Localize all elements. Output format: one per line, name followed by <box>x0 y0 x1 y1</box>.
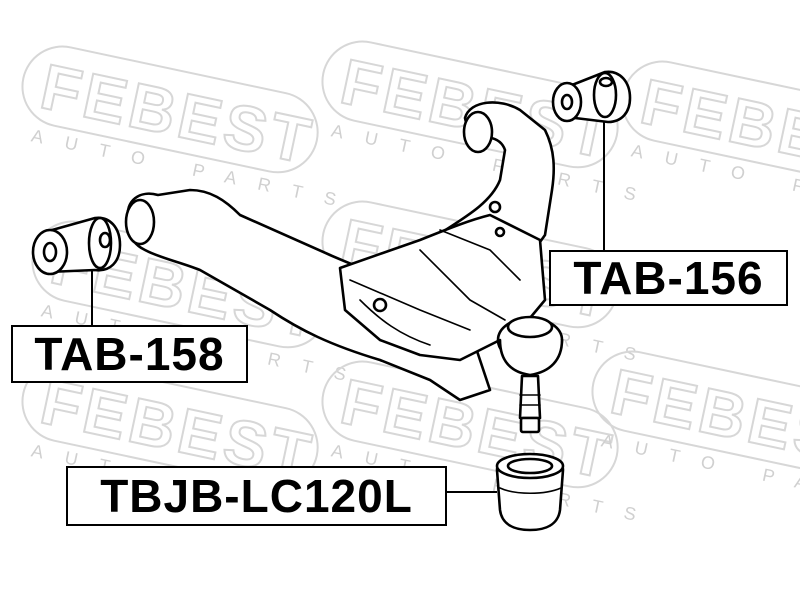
bushing-tab156-bore-end <box>598 76 614 88</box>
bushing-tab158 <box>31 216 122 276</box>
ball-joint-stud-thread <box>519 394 541 406</box>
label-tab158: TAB-158 <box>11 325 248 383</box>
control-arm-hole <box>494 226 506 238</box>
control-arm-hole <box>488 200 502 214</box>
ball-joint-stud-tip <box>519 416 541 434</box>
bushing-tab156-bore <box>560 93 574 111</box>
watermark-logo: FEBEST AUTO PARTS <box>21 45 360 214</box>
control-arm-rib <box>419 249 506 321</box>
ball-joint-top <box>506 315 554 339</box>
ball-joint-stud <box>518 374 542 420</box>
control-arm-hole <box>372 297 388 313</box>
dust-boot-tbjb <box>495 452 565 532</box>
bushing-tab158-bore <box>42 241 58 263</box>
ball-joint-boot <box>498 338 564 377</box>
control-arm-rib <box>359 299 431 346</box>
control-arm-rib <box>439 229 521 281</box>
label-tab156: TAB-156 <box>549 250 788 306</box>
control-arm-rear-eye <box>462 110 494 154</box>
bushing-tab156 <box>551 70 632 124</box>
control-arm-rib <box>349 279 471 331</box>
control-arm-front-eye <box>124 198 156 246</box>
control-arm-body <box>338 213 547 362</box>
watermark-logo: FEBEST AUTO PARTS <box>591 350 800 519</box>
dust-boot-opening <box>506 457 554 475</box>
label-tbjb-lc120l: TBJB-LC120L <box>66 466 447 526</box>
control-arm <box>124 101 564 434</box>
dust-boot-fold <box>499 487 562 494</box>
bushing-tab158-bore-end <box>98 231 112 249</box>
